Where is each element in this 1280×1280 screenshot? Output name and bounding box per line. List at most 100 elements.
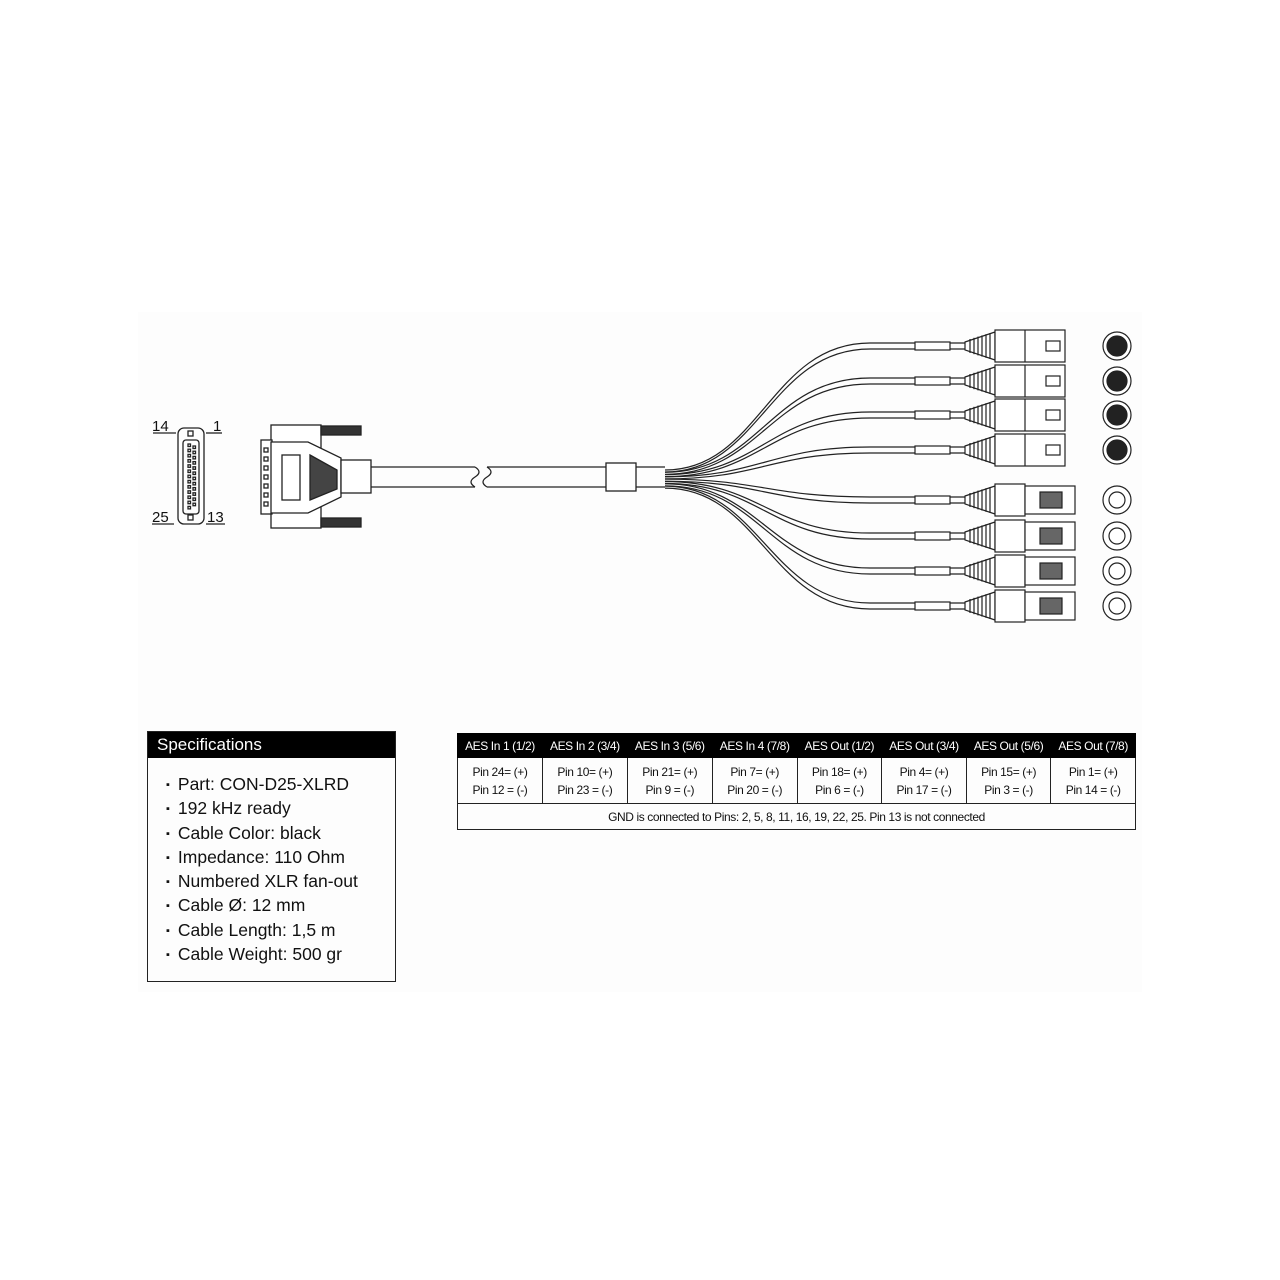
pin-hole bbox=[187, 469, 192, 474]
xlr-face bbox=[1102, 485, 1132, 515]
fanout-wire bbox=[664, 417, 965, 478]
pin-minus: Pin 17 = (-) bbox=[896, 782, 952, 797]
pin-hole bbox=[187, 495, 192, 500]
cable-label-sleeve bbox=[914, 410, 951, 420]
specifications-title: Specifications bbox=[148, 732, 395, 758]
pin-minus: Pin 3 = (-) bbox=[984, 782, 1033, 797]
cable-label-sleeve bbox=[914, 341, 951, 351]
pin-plus: Pin 1= (+) bbox=[1068, 764, 1118, 779]
column-header: AES In 1 (1/2) bbox=[457, 733, 543, 758]
pin-marker bbox=[263, 456, 269, 462]
fanout-wire bbox=[664, 452, 965, 480]
pin-hole bbox=[192, 502, 197, 507]
pinout-header-row: AES In 1 (1/2)AES In 2 (3/4)AES In 3 (5/… bbox=[457, 733, 1136, 758]
fanout-wire bbox=[664, 485, 965, 604]
pin-hole bbox=[192, 497, 197, 502]
pin-minus: Pin 20 = (-) bbox=[727, 782, 783, 797]
fanout-wire bbox=[664, 478, 965, 498]
fanout-wire bbox=[664, 483, 965, 569]
pin-marker bbox=[263, 447, 269, 453]
db25-face-view bbox=[152, 427, 225, 525]
latch bbox=[1045, 340, 1061, 352]
xlr-female-body bbox=[994, 329, 1066, 363]
pin-plus: Pin 24= (+) bbox=[472, 764, 528, 779]
pin-hole bbox=[187, 490, 192, 494]
xlr-male-body bbox=[994, 589, 1026, 623]
spec-item: Cable Ø: 12 mm bbox=[166, 893, 395, 917]
pin-cell: Pin 21= (+)Pin 9 = (-) bbox=[626, 757, 713, 804]
pin-hole bbox=[192, 450, 197, 455]
pin-label-13: 13 bbox=[207, 509, 224, 526]
xlr-face-insert bbox=[1106, 335, 1128, 357]
pin-plus: Pin 10= (+) bbox=[557, 764, 613, 779]
pinout-table: AES In 1 (1/2)AES In 2 (3/4)AES In 3 (5/… bbox=[457, 733, 1136, 830]
column-header: AES Out (5/6) bbox=[965, 733, 1052, 758]
xlr-face-insert bbox=[1108, 597, 1126, 615]
gnd-note: GND is connected to Pins: 2, 5, 8, 11, 1… bbox=[457, 803, 1136, 830]
pin-marker bbox=[263, 474, 269, 480]
pin-label-14: 14 bbox=[152, 418, 169, 435]
latch bbox=[1045, 375, 1061, 387]
pin-hole bbox=[192, 481, 197, 486]
pin-marker bbox=[263, 501, 269, 507]
latch bbox=[1045, 444, 1061, 456]
pin-hole bbox=[187, 464, 192, 468]
pin-hole bbox=[187, 505, 192, 510]
pin-hole bbox=[192, 476, 197, 481]
db25-connector bbox=[260, 424, 372, 529]
specifications-box: Specifications Part: CON-D25-XLRD 192 kH… bbox=[147, 731, 396, 982]
xlr-face-insert bbox=[1106, 404, 1128, 426]
spec-item: Cable Weight: 500 gr bbox=[166, 942, 395, 966]
pin-minus: Pin 14 = (-) bbox=[1065, 782, 1121, 797]
fanout-wire bbox=[664, 348, 965, 473]
latch bbox=[1045, 409, 1061, 421]
pin-marker bbox=[263, 492, 269, 498]
spec-item: 192 kHz ready bbox=[166, 796, 395, 820]
spec-item: Impedance: 110 Ohm bbox=[166, 845, 395, 869]
pin-minus: Pin 23 = (-) bbox=[557, 782, 613, 797]
fanout-wire bbox=[664, 383, 965, 475]
pin-hole bbox=[192, 486, 197, 491]
xlr-face bbox=[1102, 591, 1132, 621]
cable-label-sleeve bbox=[914, 376, 951, 386]
spec-item: Numbered XLR fan-out bbox=[166, 869, 395, 893]
pin-hole bbox=[187, 474, 192, 479]
pin-plus: Pin 4= (+) bbox=[899, 764, 949, 779]
xlr-face-insert bbox=[1106, 439, 1128, 461]
pin-label-25: 25 bbox=[152, 509, 169, 526]
pin-hole bbox=[192, 455, 197, 460]
specifications-list: Part: CON-D25-XLRD 192 kHz ready Cable C… bbox=[148, 758, 395, 966]
pin-plus: Pin 18= (+) bbox=[811, 764, 867, 779]
pin-hole bbox=[192, 445, 197, 450]
pin-hole bbox=[187, 500, 192, 505]
column-header: AES In 3 (5/6) bbox=[626, 733, 713, 758]
fanout-wire bbox=[664, 487, 965, 610]
main-cable bbox=[371, 462, 665, 492]
pin-hole bbox=[187, 448, 192, 453]
xlr-face bbox=[1102, 521, 1132, 551]
pin-hole bbox=[192, 466, 197, 470]
xlr-male-body bbox=[994, 519, 1026, 553]
latch bbox=[1039, 597, 1063, 615]
xlr-male-body bbox=[994, 483, 1026, 517]
column-header: AES Out (1/2) bbox=[796, 733, 883, 758]
column-header: AES Out (7/8) bbox=[1050, 733, 1136, 758]
spec-item: Part: CON-D25-XLRD bbox=[166, 772, 395, 796]
column-header: AES In 2 (3/4) bbox=[541, 733, 628, 758]
fanout-wire bbox=[664, 342, 965, 471]
xlr-face-insert bbox=[1106, 370, 1128, 392]
pin-hole bbox=[187, 443, 192, 448]
pin-hole bbox=[192, 460, 197, 465]
fanout-wire bbox=[664, 485, 965, 575]
pin-hole bbox=[192, 492, 197, 496]
column-header: AES Out (3/4) bbox=[881, 733, 967, 758]
fanout-wire bbox=[664, 411, 965, 476]
spec-item: Cable Length: 1,5 m bbox=[166, 918, 395, 942]
pin-hole bbox=[192, 471, 197, 476]
xlr-face-insert bbox=[1108, 491, 1126, 509]
pin-cell: Pin 1= (+) Pin 14 = (-) bbox=[1050, 757, 1136, 804]
fanout-wire bbox=[664, 482, 965, 540]
xlr-female-body bbox=[994, 433, 1066, 467]
xlr-fanout bbox=[664, 329, 1132, 623]
